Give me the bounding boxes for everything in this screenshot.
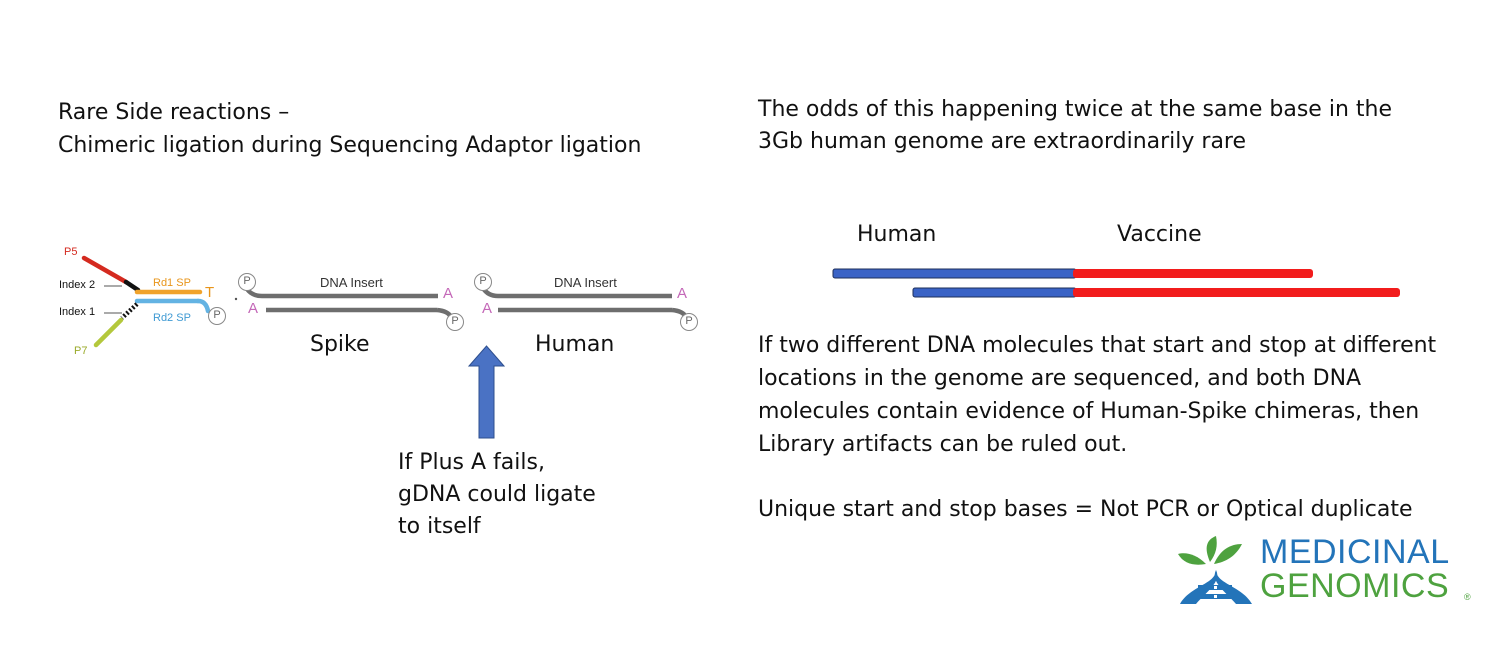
spike-fragment-name: Spike bbox=[310, 332, 370, 357]
callout-arrow bbox=[467, 345, 506, 439]
read1-human-segment bbox=[832, 268, 1077, 279]
explanation-line-1: If two different DNA molecules that star… bbox=[758, 333, 1437, 358]
intro-line-2: 3Gb human genome are extraordinarily rar… bbox=[758, 129, 1247, 154]
spike-left-phosphate-icon: P bbox=[238, 273, 256, 291]
chimera-human-label: Human bbox=[857, 222, 937, 247]
p5-strand bbox=[81, 255, 129, 285]
human-left-phosphate-icon: P bbox=[474, 273, 492, 291]
spike-right-phosphate-icon: P bbox=[446, 313, 464, 331]
callout-line-2: gDNA could ligate bbox=[398, 482, 596, 507]
spike-insert-label: DNA Insert bbox=[320, 275, 383, 290]
logo-line-2: GENOMICS bbox=[1260, 567, 1450, 605]
explanation-line-3: molecules contain evidence of Human-Spik… bbox=[758, 399, 1420, 424]
adaptor-ligation-svg bbox=[81, 255, 689, 439]
intro-line-1: The odds of this happening twice at the … bbox=[758, 97, 1392, 122]
read2-human-segment bbox=[912, 287, 1077, 298]
read2-vaccine-segment bbox=[1073, 288, 1400, 297]
human-right-phosphate-icon: P bbox=[680, 313, 698, 331]
index1-label: Index 1 bbox=[59, 306, 96, 318]
adaptor-ligation-diagram: P5 Index 2 Index 1 P7 Rd1 SP Rd2 SP T P … bbox=[0, 0, 740, 652]
human-fragment-name: Human bbox=[535, 332, 615, 357]
human-right-a-base: A bbox=[677, 285, 688, 302]
index2-strand bbox=[123, 279, 141, 293]
chimera-reads-svg bbox=[832, 268, 1400, 298]
chimera-reads bbox=[830, 265, 1405, 301]
p7-strand bbox=[93, 317, 124, 348]
left-title-line-2: Chimeric ligation during Sequencing Adap… bbox=[58, 133, 642, 158]
logo-line-1: MEDICINAL bbox=[1260, 533, 1450, 571]
callout-line-1: If Plus A fails, bbox=[398, 450, 545, 475]
human-insert-label: DNA Insert bbox=[554, 275, 617, 290]
rd1-label: Rd1 SP bbox=[153, 277, 191, 289]
medicinal-genomics-logo: MEDICINAL GENOMICS ® bbox=[1176, 532, 1476, 608]
explanation-line-2: locations in the genome are sequenced, a… bbox=[758, 366, 1362, 391]
spike-left-a-base: A bbox=[248, 300, 259, 317]
conclusion-text: Unique start and stop bases = Not PCR or… bbox=[758, 497, 1413, 522]
p5-label: P5 bbox=[64, 246, 78, 258]
index2-label: Index 2 bbox=[59, 279, 96, 291]
registered-mark: ® bbox=[1464, 592, 1471, 602]
explanation-line-4: Library artifacts can be ruled out. bbox=[758, 432, 1128, 457]
callout-line-3: to itself bbox=[398, 514, 481, 539]
left-title-line-1: Rare Side reactions – bbox=[58, 100, 290, 125]
human-left-a-base: A bbox=[482, 300, 493, 317]
separator-dot bbox=[234, 297, 238, 301]
chimera-vaccine-label: Vaccine bbox=[1117, 222, 1202, 247]
p7-label: P7 bbox=[74, 345, 88, 357]
helix-leaf-icon bbox=[1178, 536, 1252, 604]
adaptor-phosphate-icon: P bbox=[208, 307, 226, 325]
read1-vaccine-segment bbox=[1073, 269, 1313, 278]
index1-strand bbox=[120, 302, 139, 320]
spike-right-a-base: A bbox=[443, 285, 454, 302]
rd2-curve bbox=[195, 298, 211, 314]
t-overhang-label: T bbox=[205, 284, 215, 301]
rd2-label: Rd2 SP bbox=[153, 312, 191, 324]
